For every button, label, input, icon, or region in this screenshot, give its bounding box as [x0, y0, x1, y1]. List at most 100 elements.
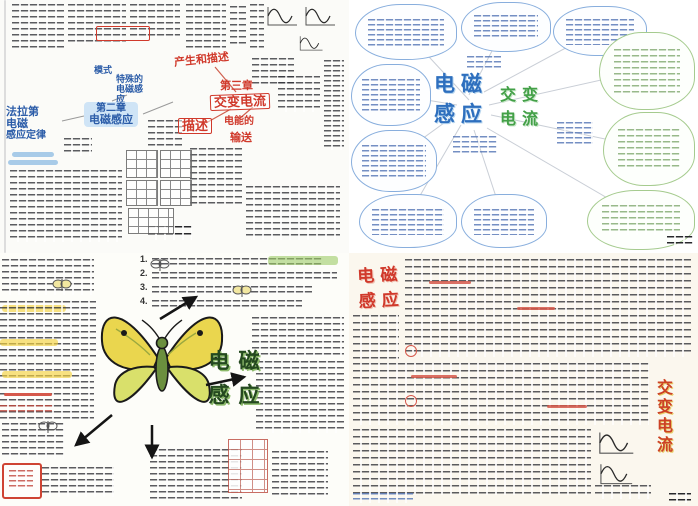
- title-char: 应: [238, 384, 260, 407]
- handwriting: [618, 129, 680, 169]
- handwriting: [12, 4, 64, 48]
- handwriting: [256, 361, 344, 433]
- handwriting: [372, 209, 444, 235]
- title-char: 变: [657, 399, 674, 416]
- handwriting: [252, 317, 344, 357]
- handwriting: [152, 272, 337, 280]
- title-char: 变: [521, 87, 538, 104]
- power-line2: 输送: [230, 132, 252, 144]
- handwriting: [152, 286, 312, 294]
- title-char: 磁: [238, 350, 260, 373]
- handwriting: [230, 6, 246, 46]
- title-char: 感: [358, 291, 377, 312]
- title-char: 电: [356, 266, 375, 287]
- green-highlight: [268, 256, 338, 265]
- quadrant-dense-notes: 电 磁 感 应 交 变 电 流: [349, 253, 698, 506]
- ac-current-title: 交 变 电 流: [497, 84, 541, 132]
- special-line1: 特殊的: [116, 74, 144, 84]
- handwriting: [152, 258, 322, 266]
- handwriting-red: [9, 470, 33, 490]
- red-outline-box: [96, 26, 150, 41]
- handwriting: [353, 315, 399, 359]
- handwriting: [614, 49, 680, 93]
- signature-scribble: [669, 493, 691, 503]
- handwriting: [353, 363, 649, 425]
- title-char: 流: [521, 111, 538, 128]
- small-butterfly-icon: [52, 279, 72, 291]
- faraday-line2: 电磁: [6, 118, 28, 131]
- red-underline: [411, 375, 457, 378]
- handwriting: [362, 145, 426, 177]
- handwriting: [64, 138, 92, 156]
- cloud-bubble: [351, 64, 431, 126]
- chapter2-node: 第二章 电磁感应: [84, 102, 138, 128]
- em-induction-title: 电 磁 感 应: [431, 70, 485, 130]
- produce-describe-label: 产生和描述: [173, 51, 230, 69]
- chapter3-title: 交变电流: [209, 92, 271, 112]
- red-circle-mark: [405, 345, 417, 357]
- power-line1: 电能的: [224, 116, 254, 127]
- waveform-sketch: [299, 36, 323, 51]
- table-sketch: [160, 180, 192, 206]
- handwriting: [467, 56, 501, 70]
- handwriting: [324, 60, 344, 150]
- title-char: 交: [499, 87, 516, 104]
- quadrant-mindmap-chapters: 法拉第 电磁 感应定律 模式 特殊的 电磁感 应 第二章 电磁感应 产生和描述 …: [0, 0, 350, 254]
- handwriting: [0, 301, 96, 359]
- handwriting: [186, 4, 226, 50]
- handwriting: [250, 4, 264, 48]
- cloud-bubble: [359, 194, 457, 248]
- cloud-bubble: [461, 2, 551, 52]
- small-butterfly-icon: [232, 285, 252, 297]
- cloud-bubble: [355, 4, 457, 60]
- table-sketch-red: [228, 439, 268, 493]
- table-sketch: [160, 150, 192, 178]
- list-marker: 2.: [140, 268, 148, 278]
- signature-scribble: [667, 236, 693, 248]
- yellow-highlight: [0, 339, 58, 346]
- title-char: 电: [208, 350, 230, 373]
- cloud-bubble: [461, 194, 547, 248]
- list-marker: 4.: [140, 296, 148, 306]
- table-sketch: [126, 180, 158, 206]
- title-char: 磁: [461, 73, 482, 96]
- title-char: 应: [381, 289, 400, 310]
- chapter2-title: 电磁感应: [89, 114, 133, 126]
- handwriting: [68, 4, 126, 44]
- title-char: 交: [657, 380, 674, 397]
- handwriting: [368, 19, 444, 47]
- handwriting: [42, 467, 114, 497]
- small-butterfly-icon: [38, 421, 58, 433]
- red-underline: [547, 405, 587, 408]
- handwriting: [474, 15, 538, 39]
- yellow-highlight: [2, 371, 72, 378]
- chapter2-label: 第二章: [96, 103, 126, 114]
- handwriting: [453, 136, 497, 156]
- faraday-line3: 感应定律: [6, 130, 46, 142]
- handwriting: [353, 429, 591, 495]
- ac-current-title: 交 变 电 流: [657, 379, 673, 455]
- waveform-sketch: [305, 7, 335, 26]
- quadrant-butterfly-map: 1. 2. 3. 4.: [0, 253, 350, 506]
- handwriting: [152, 300, 302, 308]
- handwriting: [272, 451, 328, 497]
- handwriting: [148, 120, 182, 146]
- blue-marker-stroke: [12, 152, 54, 157]
- table-sketch: [126, 150, 158, 178]
- special-line3: 应: [116, 94, 126, 104]
- title-char: 流: [657, 437, 674, 454]
- list-marker: 1.: [140, 254, 148, 264]
- handwriting: [557, 122, 593, 144]
- special-line2: 电磁感: [116, 84, 144, 94]
- em-induction-title: 电 磁 感 应: [204, 345, 264, 413]
- title-char: 感: [208, 384, 230, 407]
- title-char: 电: [499, 111, 516, 128]
- title-char: 应: [461, 103, 482, 126]
- handwriting: [190, 148, 242, 204]
- seal-stamp: [2, 463, 42, 499]
- waveform-sketch: [600, 464, 633, 485]
- red-underline: [429, 281, 471, 284]
- red-underline: [517, 307, 555, 310]
- em-induction-title: 电 磁 感 应: [354, 262, 403, 314]
- title-char: 磁: [379, 264, 398, 285]
